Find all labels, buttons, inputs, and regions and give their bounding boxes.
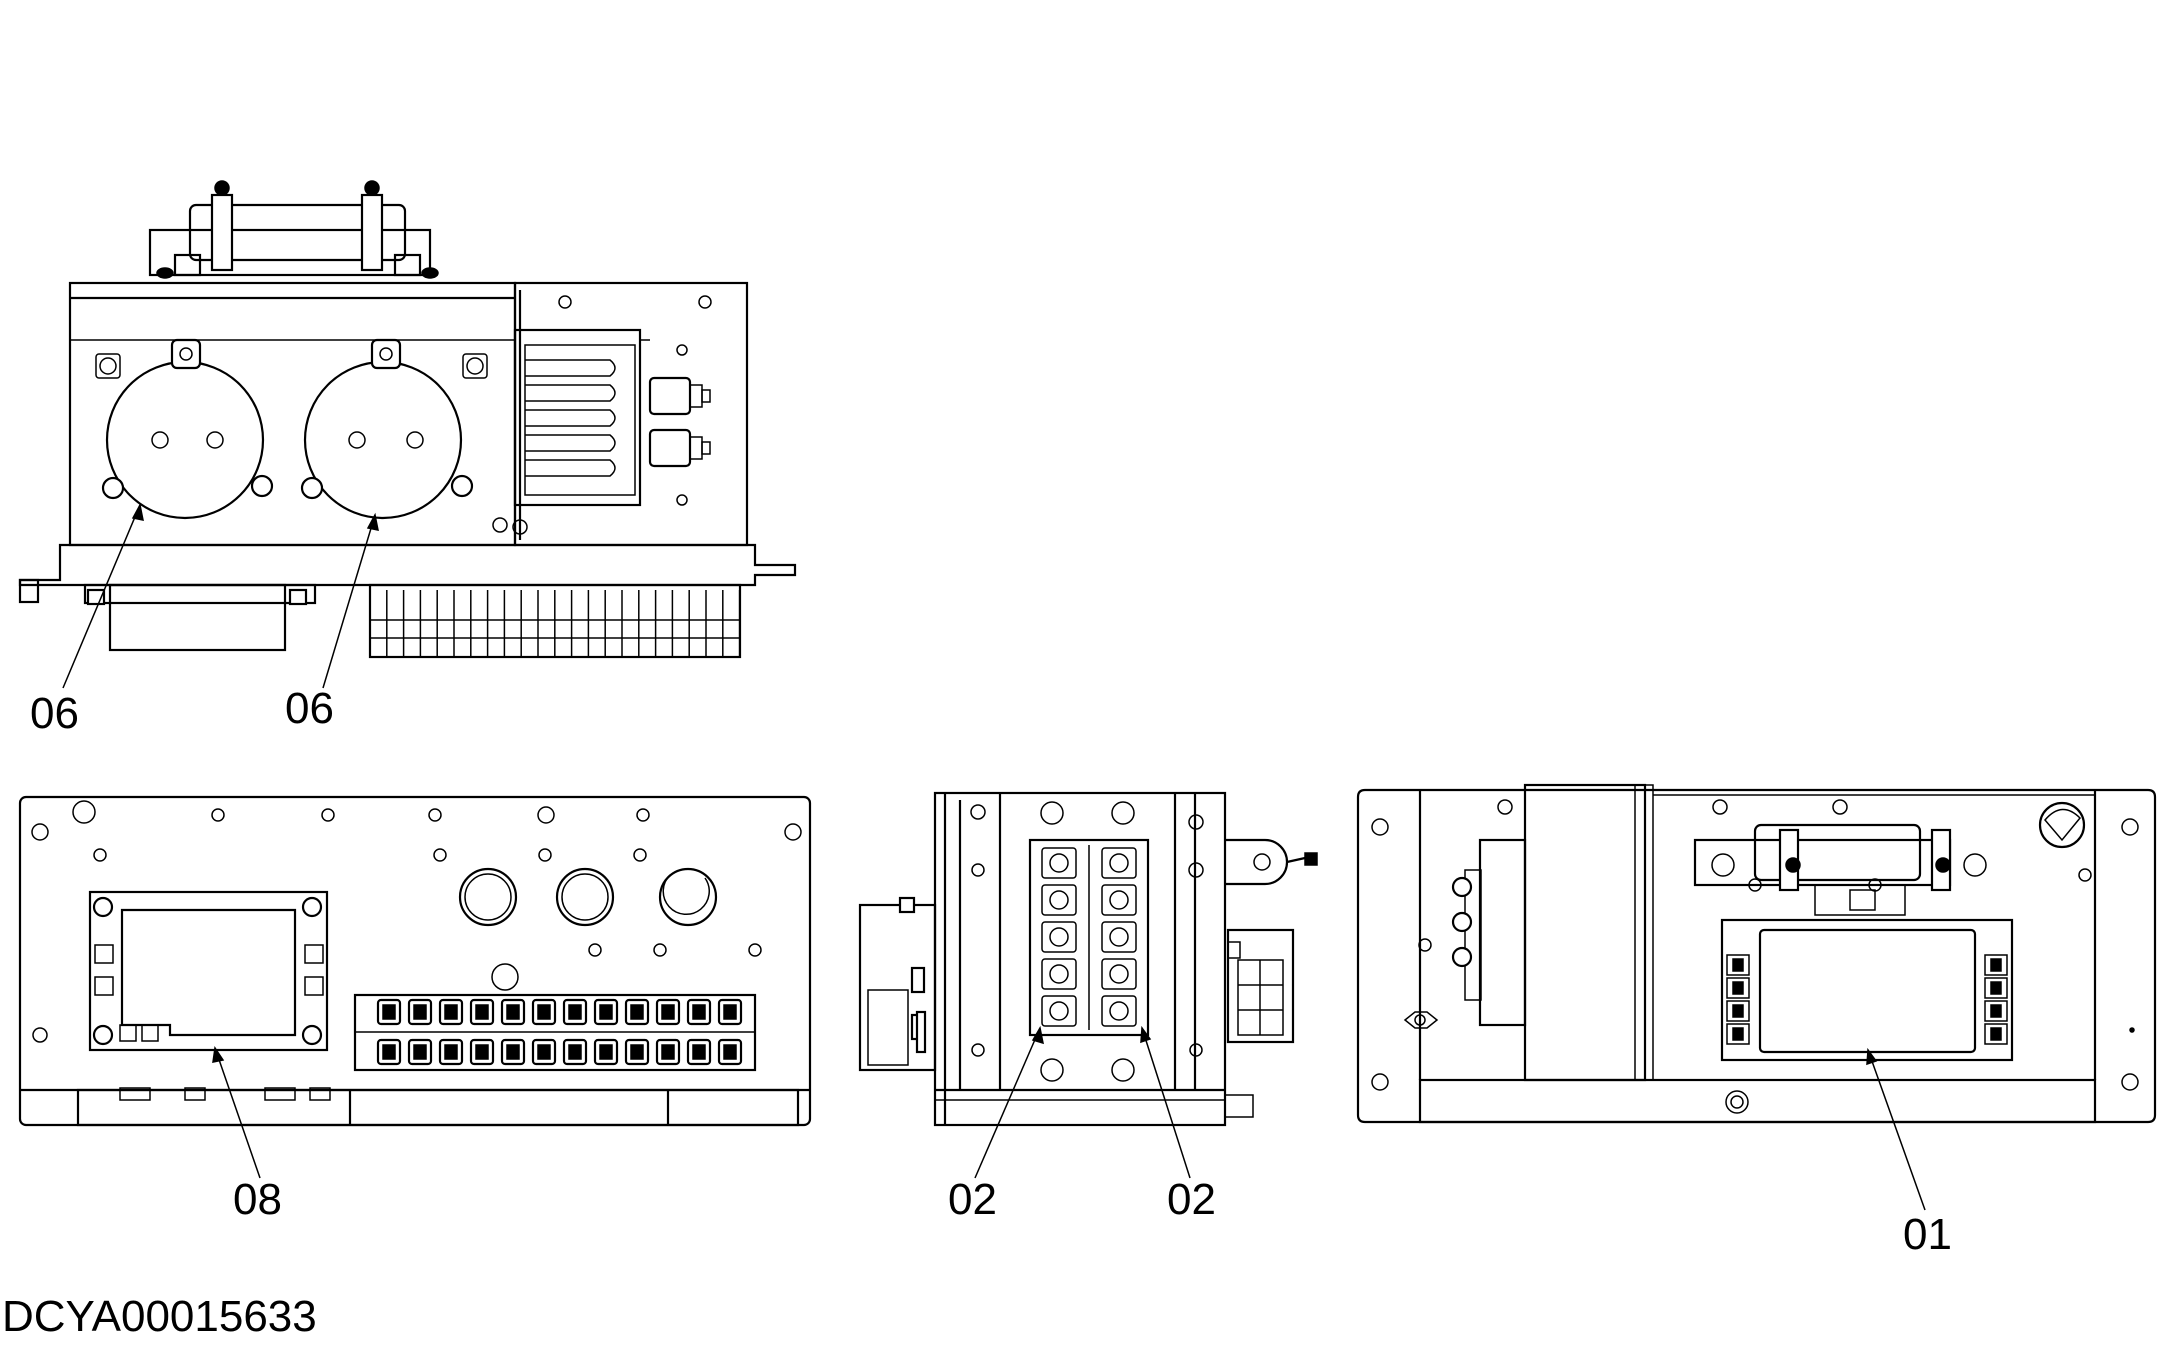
callout-01: 01 [1903, 1210, 1952, 1259]
callout-02-left: 02 [948, 1175, 997, 1224]
side-view [858, 791, 1318, 1127]
callout-08: 08 [233, 1175, 282, 1224]
top-view [1356, 783, 2157, 1124]
rear-view [18, 795, 812, 1127]
callout-06-left: 06 [30, 689, 79, 738]
leader-lines [62, 502, 1926, 1211]
callout-06-right: 06 [285, 684, 334, 733]
drawing-number: DCYA00015633 [2, 1292, 317, 1341]
front-view [18, 180, 797, 659]
callout-02-right: 02 [1167, 1175, 1216, 1224]
